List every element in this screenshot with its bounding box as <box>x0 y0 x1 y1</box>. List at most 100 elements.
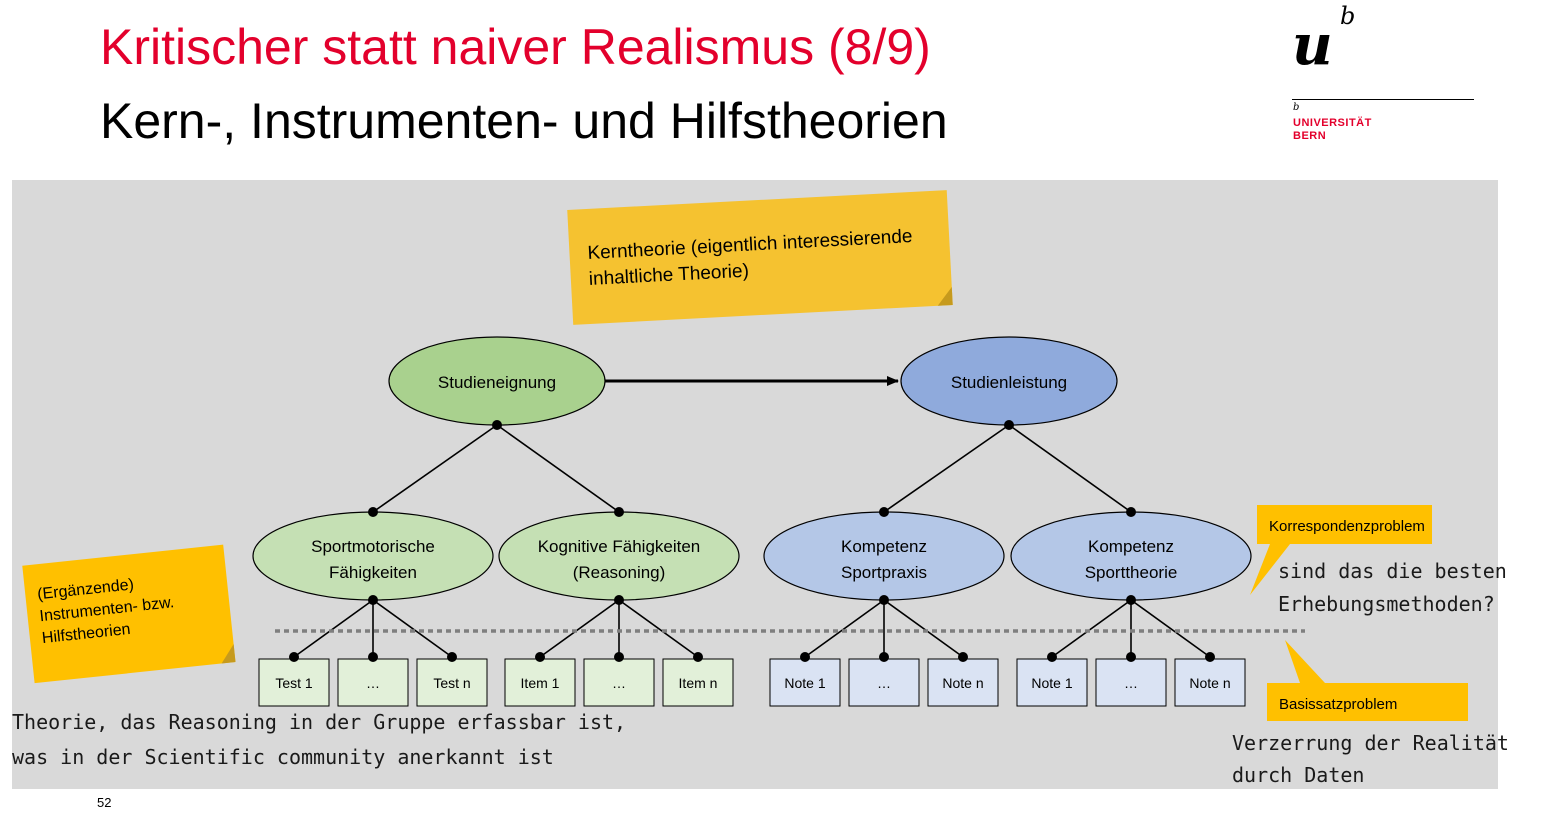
page-number: 52 <box>97 795 112 810</box>
edge-sp-note1 <box>804 599 885 658</box>
indicator-box <box>1174 658 1246 707</box>
sticky-note-core-theory: Kerntheorie (eigentlich interessierende … <box>567 190 953 325</box>
connector-dot <box>614 595 624 605</box>
edge-st-noten <box>1130 599 1211 658</box>
sticky-note-aux-theory: (Ergänzende) Instrumenten- bzw. Hilfsthe… <box>22 544 236 684</box>
callout-basissatz-label: Basissatzproblem <box>1279 696 1397 713</box>
edge-sm-test1 <box>293 599 374 658</box>
handwriting-verzerrung-2: durch Daten <box>1232 763 1364 787</box>
connector-dot <box>368 595 378 605</box>
node-sporttheorie-label-1: Kompetenz <box>1088 537 1174 556</box>
indicator-label: … <box>612 675 626 691</box>
node-kognitiv-label-1: Kognitive Fähigkeiten <box>538 537 701 556</box>
logo-text-bern: BERN <box>1293 130 1327 142</box>
indicator-box <box>769 658 841 707</box>
indicator-label: Note n <box>1189 675 1230 691</box>
logo-mark: u <box>1292 12 1333 78</box>
slide-title: Kritischer statt naiver Realismus (8/9) <box>100 19 931 75</box>
indicator-label: Item n <box>679 675 718 691</box>
node-studienleistung-label: Studienleistung <box>951 373 1067 392</box>
connector-dot <box>368 652 378 662</box>
indicator-box <box>504 658 576 707</box>
indicator-box <box>337 658 409 707</box>
connector-dot <box>289 652 299 662</box>
connector-dot <box>368 507 378 517</box>
callout-basissatz-shape <box>1267 640 1468 721</box>
connector-dot <box>447 652 457 662</box>
connector-dot <box>614 507 624 517</box>
indicator-label: Note 1 <box>1031 675 1072 691</box>
node-sportmotorisch-label-2: Fähigkeiten <box>329 563 417 582</box>
indicator-label: Note 1 <box>784 675 825 691</box>
edge-sm-testn <box>372 599 453 658</box>
node-sporttheorie <box>1010 511 1252 601</box>
connector-dots <box>289 420 1215 662</box>
callout-korrespondenz-label: Korrespondenzproblem <box>1269 518 1425 535</box>
callout-korrespondenz: Korrespondenzproblem <box>1250 505 1432 595</box>
handwritten-annotations: sind das die besten Erhebungsmethoden? T… <box>12 559 1509 787</box>
indicator-boxes: Test 1 … Test n Item 1 … Item n Note 1 …… <box>258 658 1246 707</box>
connector-dot <box>1004 420 1014 430</box>
connector-dot <box>1126 507 1136 517</box>
sticky-note-core-fold <box>937 287 953 306</box>
handwriting-theorie-1: Theorie, das Reasoning in der Gruppe erf… <box>12 710 626 734</box>
node-sportpraxis <box>763 511 1005 601</box>
connector-dot <box>800 652 810 662</box>
node-sportpraxis-label-1: Kompetenz <box>841 537 927 556</box>
edge-sp-noten <box>883 599 964 658</box>
logo-text: UNIVERSITÄT BERN <box>1293 117 1372 143</box>
connector-dot <box>1205 652 1215 662</box>
indicator-box <box>416 658 488 707</box>
edge-eignung-kognitiv <box>496 424 620 513</box>
indicator-box <box>1016 658 1088 707</box>
callout-basissatz: Basissatzproblem <box>1267 640 1468 721</box>
slide-subtitle: Kern-, Instrumenten- und Hilfstheorien <box>100 93 948 149</box>
node-sportmotorisch-label-1: Sportmotorische <box>311 537 435 556</box>
indicator-box <box>583 658 655 707</box>
edge-st-note1 <box>1051 599 1132 658</box>
indicator-label: Test 1 <box>275 675 313 691</box>
edge-kog-item1 <box>539 599 620 658</box>
connector-dot <box>535 652 545 662</box>
indicator-label: … <box>366 675 380 691</box>
node-sporttheorie-label-2: Sporttheorie <box>1085 563 1178 582</box>
edge-leistung-sporttheorie <box>1008 424 1132 513</box>
indicator-box <box>848 658 920 707</box>
diagram-connectors <box>293 376 1211 658</box>
handwriting-korrespondenz-1: sind das die besten <box>1278 559 1507 583</box>
connector-dot <box>879 595 889 605</box>
indicator-box <box>927 658 999 707</box>
sticky-note-aux-body <box>22 544 236 684</box>
logo-divider <box>1292 99 1474 100</box>
indicator-box <box>1095 658 1167 707</box>
logo-text-universitaet: UNIVERSITÄT <box>1293 117 1372 129</box>
edge-kog-itemn <box>618 599 699 658</box>
connector-dot <box>1126 652 1136 662</box>
connector-dot <box>1126 595 1136 605</box>
callout-korrespondenz-shape <box>1250 505 1432 595</box>
indicator-box <box>258 658 330 707</box>
connector-dot <box>492 420 502 430</box>
connector-dot <box>879 507 889 517</box>
connector-dot <box>958 652 968 662</box>
node-studieneignung-label: Studieneignung <box>438 373 556 392</box>
logo-small-b: b <box>1293 102 1300 113</box>
university-logo: u b b UNIVERSITÄT BERN <box>1290 0 1480 150</box>
indicator-label: … <box>1124 675 1138 691</box>
indicator-label: … <box>877 675 891 691</box>
logo-superscript: b <box>1340 2 1356 30</box>
edge-eignung-sportmotorisch <box>372 424 498 513</box>
connector-dot <box>614 652 624 662</box>
node-sportpraxis-label-2: Sportpraxis <box>841 563 927 582</box>
handwriting-korrespondenz-2: Erhebungsmethoden? <box>1278 592 1495 616</box>
indicator-label: Item 1 <box>521 675 560 691</box>
connector-dot <box>693 652 703 662</box>
edge-leistung-sportpraxis <box>883 424 1010 513</box>
node-kognitiv <box>498 511 740 601</box>
indicator-box <box>662 658 734 707</box>
node-sportmotorisch <box>252 511 494 601</box>
handwriting-theorie-2: was in der Scientific community anerkann… <box>12 745 554 769</box>
indicator-label: Note n <box>942 675 983 691</box>
connector-dot <box>879 652 889 662</box>
